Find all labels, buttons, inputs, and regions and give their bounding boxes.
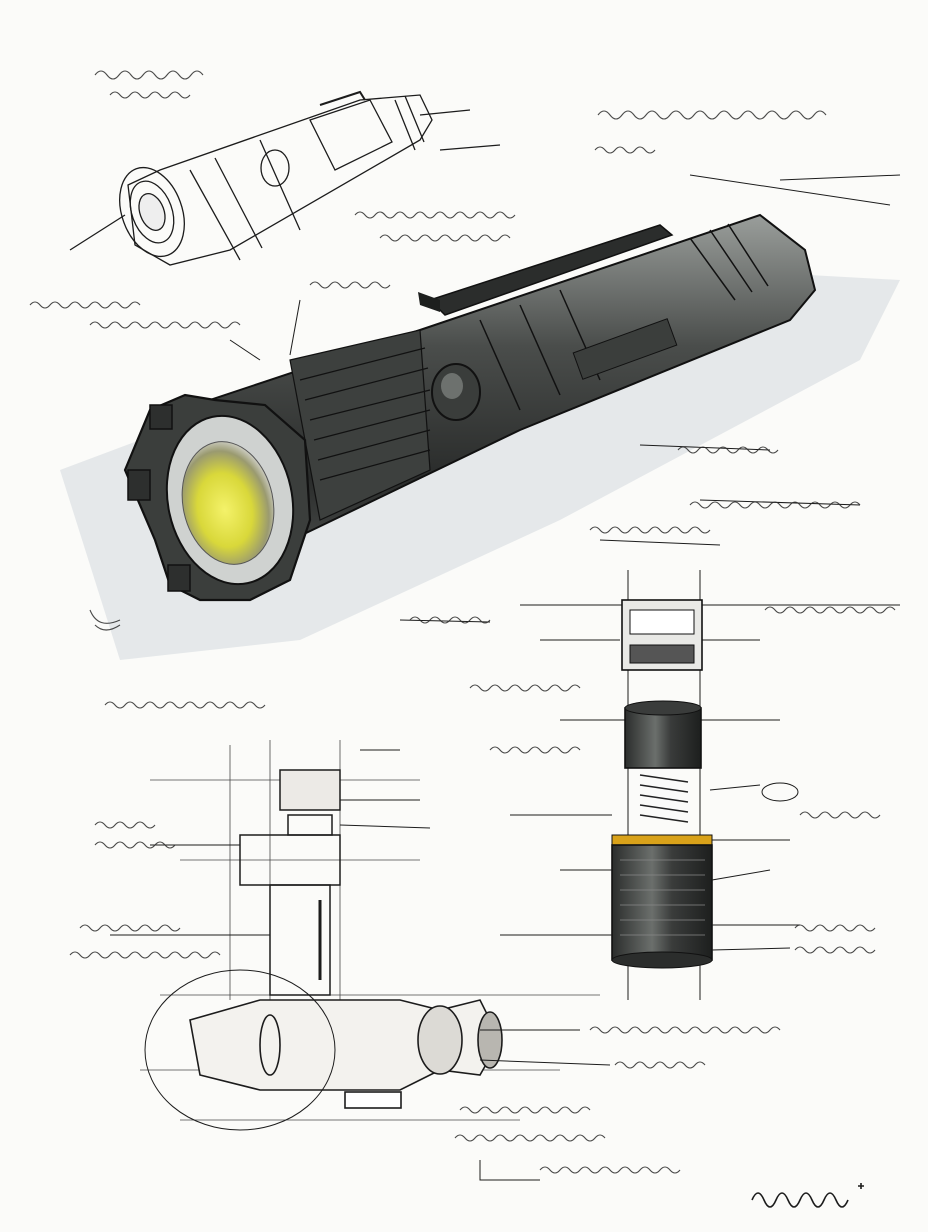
battery-tube	[611, 844, 713, 961]
knurled-grip	[289, 329, 431, 521]
head-unit	[624, 707, 702, 769]
orthographic-construction-view	[110, 740, 611, 1181]
exploded-side-view	[500, 570, 900, 1000]
amber-o-ring	[611, 834, 713, 846]
signature	[751, 1183, 864, 1208]
vertical-tube	[269, 884, 331, 996]
main-rendered-view	[60, 174, 901, 660]
handwritten-annotations	[29, 70, 896, 1174]
lens-glow	[181, 441, 275, 565]
small-perspective-view	[69, 90, 501, 266]
nameplate	[344, 1091, 402, 1109]
label-plate	[572, 318, 678, 380]
spring	[639, 774, 689, 823]
vertical-head	[279, 769, 341, 811]
